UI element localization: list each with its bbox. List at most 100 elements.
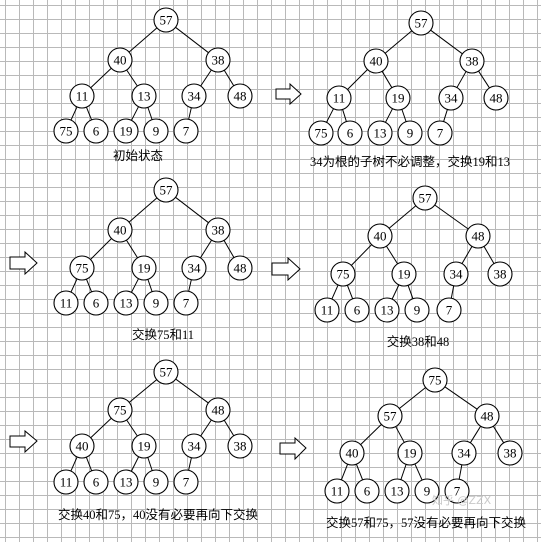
node-value: 48: [481, 409, 494, 424]
node-value: 34: [458, 446, 472, 461]
tree-edge: [223, 240, 235, 258]
node-circle: [354, 478, 380, 504]
node-circle: [153, 7, 179, 33]
node-circle: [53, 118, 79, 144]
node-value: 13: [374, 126, 387, 141]
node-circle: [451, 440, 477, 466]
node-circle: [107, 47, 133, 73]
node-circle: [339, 440, 365, 466]
tree-edge: [128, 197, 158, 223]
tree-node: 40: [107, 217, 133, 243]
tree-node: 34: [438, 85, 464, 111]
node-circle: [436, 297, 462, 323]
node-value: 19: [398, 267, 411, 282]
tree-node: 75: [422, 367, 448, 393]
tree-node: 38: [227, 433, 253, 459]
tree-edge: [456, 71, 467, 88]
node-circle: [153, 359, 179, 385]
tree-node: 19: [113, 118, 139, 144]
step-caption: 初始状态: [113, 149, 163, 163]
node-circle: [131, 433, 157, 459]
tree-node: 75: [308, 120, 334, 146]
node-circle: [487, 261, 513, 287]
tree-edge: [461, 246, 473, 264]
node-value: 48: [490, 91, 503, 106]
tree-edge: [355, 463, 364, 481]
node-value: 11: [331, 484, 344, 499]
node-circle: [397, 440, 423, 466]
node-value: 57: [160, 365, 174, 380]
tree-node: 40: [363, 48, 389, 74]
step-caption: 34为根的子树不必调整，交换19和13: [310, 154, 510, 169]
node-circle: [113, 118, 139, 144]
tree-edge: [400, 464, 407, 480]
tree-edge: [391, 284, 400, 300]
node-value: 9: [407, 126, 414, 141]
node-value: 11: [60, 475, 73, 490]
tree-node: 38: [497, 440, 523, 466]
step-caption: 交换40和75，40没有必要再向下交换: [58, 507, 259, 522]
tree-edge: [347, 69, 368, 90]
node-value: 13: [381, 303, 394, 318]
node-value: 13: [138, 89, 151, 104]
tree-node: 6: [83, 118, 109, 144]
node-value: 57: [419, 191, 433, 206]
node-value: 40: [114, 223, 127, 238]
tree-edge: [70, 278, 78, 293]
tree-edge: [399, 387, 426, 409]
node-circle: [391, 261, 417, 287]
tree-edge: [85, 106, 93, 121]
node-circle: [53, 290, 79, 316]
tree-node: 13: [384, 478, 410, 504]
node-value: 75: [315, 126, 328, 141]
tree-node: 40: [107, 47, 133, 73]
node-value: 38: [494, 267, 507, 282]
tree-edge: [430, 29, 463, 55]
tree-node: 6: [354, 478, 380, 504]
node-circle: [385, 85, 411, 111]
tree-edge: [434, 204, 469, 230]
node-circle: [205, 397, 231, 423]
node-circle: [444, 478, 470, 504]
node-circle: [113, 290, 139, 316]
tree-edge: [384, 30, 413, 54]
node-value: 38: [466, 54, 479, 69]
tree-edge: [128, 27, 158, 53]
node-circle: [227, 255, 253, 281]
node-value: 7: [446, 303, 453, 318]
node-circle: [181, 255, 207, 281]
tree-edge: [85, 457, 93, 471]
node-circle: [205, 217, 231, 243]
node-value: 6: [347, 126, 354, 141]
tree-edge: [340, 463, 349, 481]
node-circle: [83, 290, 109, 316]
tree-node: 9: [143, 118, 169, 144]
tree-edge: [188, 279, 192, 292]
tree-node: 38: [459, 48, 485, 74]
node-circle: [107, 397, 133, 423]
node-value: 34: [188, 89, 202, 104]
node-value: 6: [93, 296, 100, 311]
tree-edge: [388, 205, 417, 229]
node-value: 57: [384, 409, 398, 424]
tree-node: 7: [173, 118, 199, 144]
node-value: 7: [454, 484, 461, 499]
node-value: 19: [120, 124, 133, 139]
tree-edge: [85, 278, 93, 293]
tree-node: 19: [131, 255, 157, 281]
tree-node: 34: [451, 440, 477, 466]
tree-edge: [331, 284, 339, 300]
node-value: 9: [153, 296, 160, 311]
tree-node: 40: [339, 440, 365, 466]
tree-node: 7: [427, 120, 453, 146]
node-circle: [181, 83, 207, 109]
tree-edge: [130, 456, 140, 472]
tree-edge: [126, 69, 138, 87]
node-value: 57: [160, 13, 174, 28]
tree-edge: [223, 69, 235, 87]
tree-edge: [200, 419, 212, 437]
node-value: 75: [429, 373, 442, 388]
